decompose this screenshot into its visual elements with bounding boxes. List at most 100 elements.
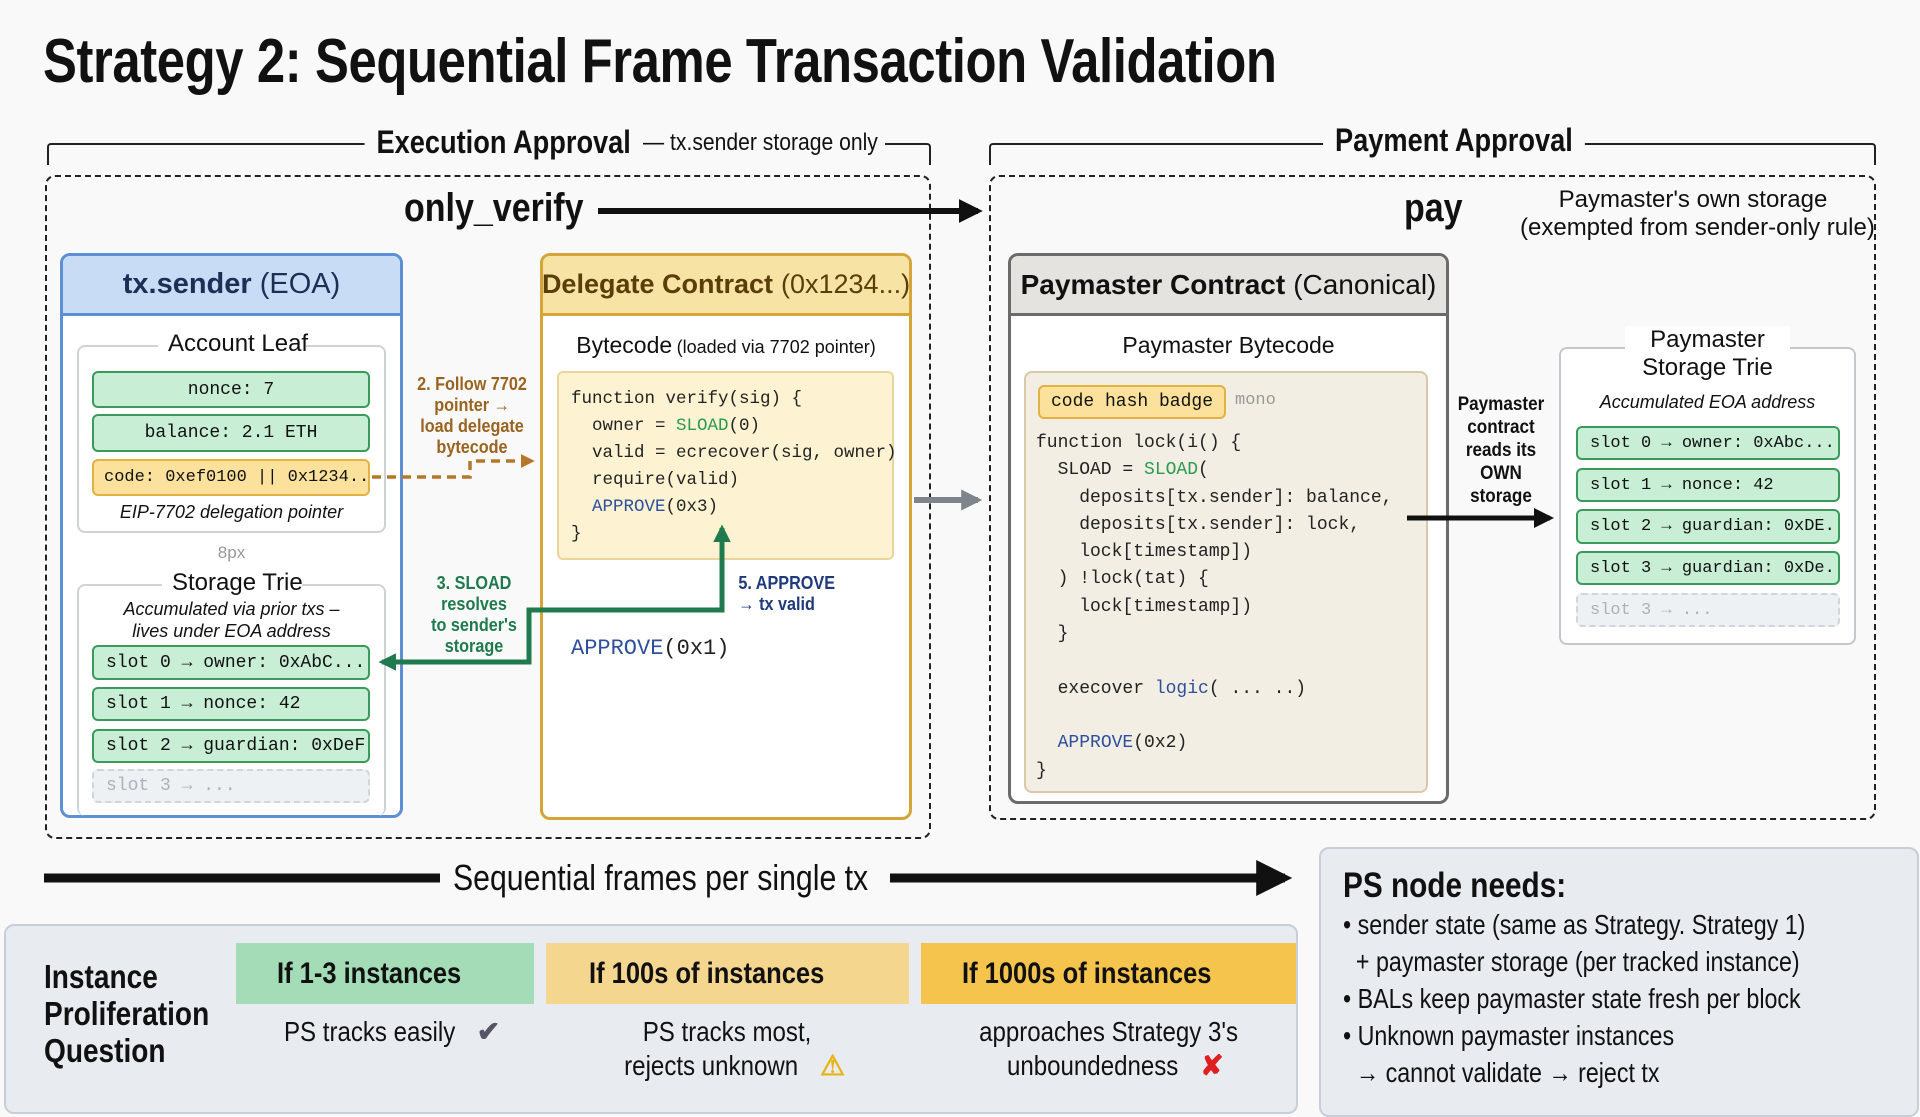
step-2-line: 2. Follow 7702 (417, 374, 527, 394)
reads-note-line: reads its (1465, 440, 1537, 461)
code-line: lock[timestamp]) (1036, 539, 1392, 566)
ps-node-item: • BALs keep paymaster state fresh per bl… (1343, 983, 1801, 1014)
execution-sublabel: — tx.sender storage only (636, 129, 885, 157)
code-text: valid = ecrecover(sig, owner) (571, 443, 897, 463)
trie-title-line-2: Storage Trie (1642, 354, 1773, 381)
code-text: ( ... ..) (1208, 678, 1307, 699)
code-line: } (1036, 621, 1392, 648)
warning-icon: ⚠ (812, 1050, 846, 1081)
column-body-text: approaches Strategy 3's (979, 1016, 1238, 1047)
approve-keyword: APPROVE (571, 636, 664, 661)
code-keyword: APPROVE (1057, 733, 1134, 754)
sload-resolve-arrow (378, 540, 725, 671)
code-text: (0x2) (1133, 733, 1188, 754)
code-keyword: SLOAD (1144, 460, 1199, 481)
step-5-note: 5. APPROVE→ tx valid (738, 573, 835, 615)
code-pointer-row: code: 0xef0100 || 0x1234.... (92, 459, 370, 496)
execution-approval-label: Execution Approval (364, 124, 643, 161)
ps-node-item: + paymaster storage (per tracked instanc… (1343, 946, 1800, 977)
column-body-text: unboundedness (1007, 1050, 1179, 1081)
column-body-text: PS tracks most, (643, 1016, 812, 1047)
trie-title-line-1: Paymaster (1650, 326, 1765, 353)
code-line: SLOAD = SLOAD( (1036, 457, 1392, 484)
column-header-label: If 1000s of instances (961, 956, 1212, 990)
code-text: SLOAD = (1036, 460, 1145, 481)
code-text: } (571, 524, 582, 544)
code-keyword: APPROVE (592, 497, 666, 517)
code-line: APPROVE(0x3) (571, 494, 880, 521)
approve-arg: (0x1) (663, 636, 730, 661)
code-text: owner = (571, 416, 677, 436)
code-text: function lock(i() { (1036, 433, 1242, 453)
execution-frame (45, 175, 931, 839)
code-line: function verify(sig) { (571, 386, 880, 413)
code-line: } (1036, 758, 1392, 785)
subtitle-line-2: lives under EOA address (132, 621, 331, 641)
code-line: valid = ecrecover(sig, owner) (571, 440, 897, 467)
paymaster-trie-subtitle: Accumulated EOA address (1599, 392, 1816, 412)
code-keyword: logic (1154, 678, 1209, 699)
follow-pointer-arrow (372, 454, 535, 479)
mono-label: mono (1235, 391, 1276, 410)
ps-node-title: PS node needs: (1343, 866, 1567, 905)
code-line: execover logic( ... ..) (1036, 676, 1392, 703)
code-text: lock[timestamp]) (1036, 596, 1253, 617)
delegate-address: (0x1234...) (781, 269, 911, 299)
paymaster-bytecode-label: Paymaster Bytecode (1122, 332, 1335, 358)
tx-sender-header: tx.sender(EOA) (63, 256, 400, 316)
column-header: If 1-3 instances (236, 943, 534, 1004)
paymaster-slot-row: slot 3 → guardian: 0xDe... (1576, 551, 1840, 585)
reads-note-line: Paymaster (1457, 394, 1545, 415)
column-body-text: PS tracks easily (283, 1016, 456, 1047)
code-text: require(valid) (571, 470, 740, 490)
code-line: deposits[tx.sender]: lock, (1036, 512, 1392, 539)
page-title: Strategy 2: Sequential Frame Transaction… (43, 27, 1277, 96)
step-2-line: load delegate (420, 416, 524, 436)
tx-sender-title: tx.sender (122, 268, 252, 300)
column-body: PS tracks easily ✔ (236, 1015, 534, 1049)
paymaster-type: (Canonical) (1293, 268, 1437, 300)
code-text: lock[timestamp]) (1036, 542, 1253, 563)
code-line: ) !lock(tat) { (1036, 566, 1392, 593)
code-text: (0) (728, 416, 761, 436)
balance-row: balance: 2.1 ETH (92, 414, 370, 452)
code-text: } (1036, 624, 1069, 645)
column-body-line: unboundedness ✘ (921, 1049, 1296, 1083)
paymaster-slot-row: slot 1 → nonce: 42 (1576, 468, 1840, 502)
column-body-line: PS tracks easily ✔ (236, 1015, 534, 1049)
subtitle-line-1: Accumulated via prior txs – (123, 599, 340, 619)
question-line: Instance (44, 958, 158, 995)
delegate-header: Delegate Contract(0x1234...) (543, 256, 909, 316)
spacer-label: 8px (217, 543, 246, 562)
paymaster-code-block (1024, 371, 1428, 793)
nonce-row: nonce: 7 (92, 371, 370, 408)
ps-node-item: → cannot validate → reject tx (1343, 1057, 1660, 1088)
step-3-line: storage (444, 636, 504, 656)
step-2-line: pointer → (434, 395, 510, 415)
code-line: require(valid) (571, 467, 880, 494)
storage-trie-title: Storage Trie (162, 569, 303, 597)
step-3-line: to sender's (431, 615, 517, 635)
approve-0x1: APPROVE(0x1) (571, 635, 729, 662)
step-3-line: resolves (441, 594, 507, 614)
code-line: deposits[tx.sender]: balance, (1036, 485, 1392, 512)
code-hash-badge: code hash badge (1038, 385, 1226, 419)
paymaster-slot-row: slot 0 → owner: 0xAbc.... (1576, 426, 1840, 460)
cross-icon: ✘ (1192, 1050, 1224, 1081)
step-5-line: 5. APPROVE (738, 573, 836, 593)
column-body-text: rejects unknown (624, 1050, 799, 1081)
code-text: ) !lock(tat) { (1036, 569, 1209, 590)
paymaster-code: function lock(i() { SLOAD = SLOAD( depos… (1036, 430, 1392, 785)
code-text: ( (1198, 460, 1209, 481)
pay-label: pay (1404, 186, 1463, 230)
note-line-2: (exempted from sender-only rule) (1520, 214, 1875, 241)
column-body-line: approaches Strategy 3's (921, 1015, 1296, 1049)
storage-trie-subtitle: Accumulated via prior txs – lives under … (77, 598, 386, 642)
column-header: If 100s of instances (546, 943, 909, 1004)
question-line: Proliferation (44, 995, 210, 1032)
code-text: function verify(sig) { (571, 389, 803, 409)
